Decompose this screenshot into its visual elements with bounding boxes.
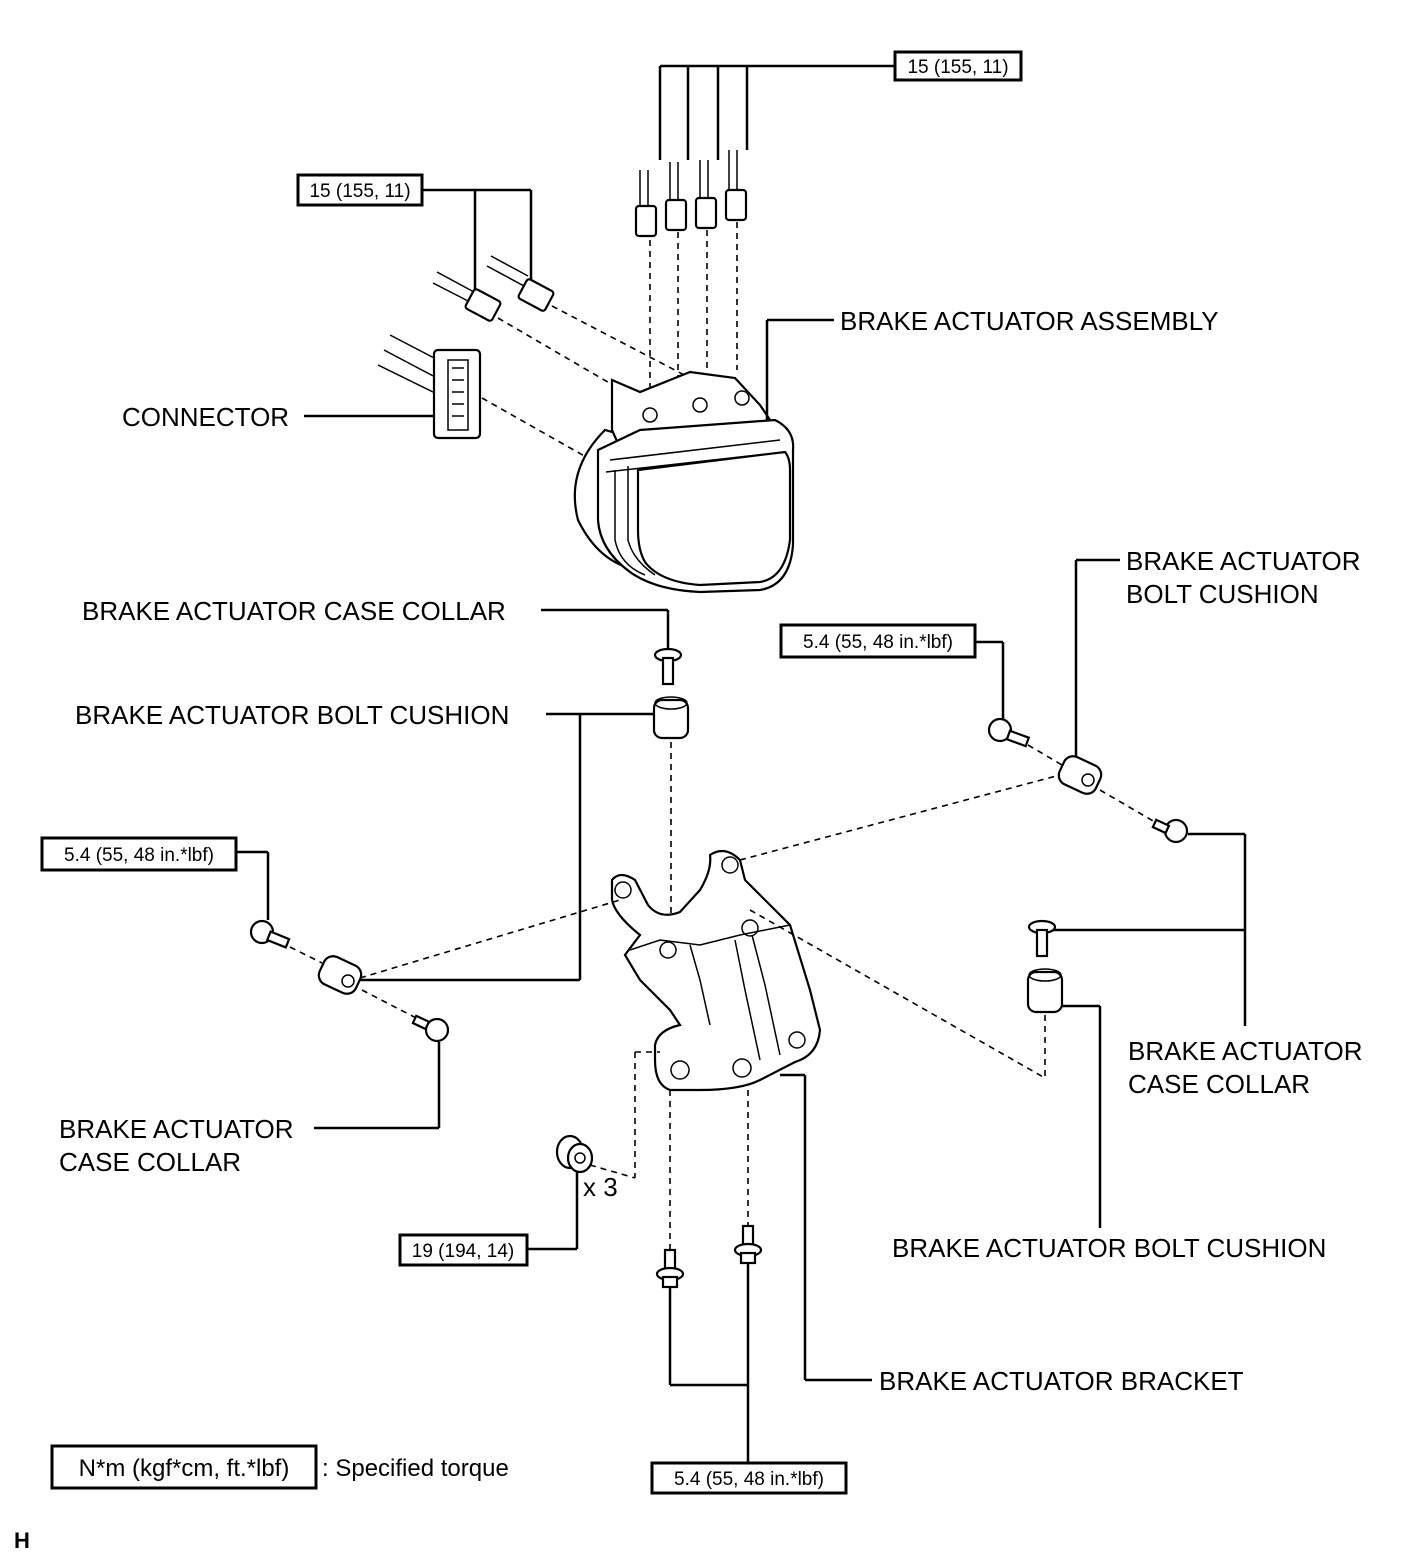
brake-lines-top [634, 64, 895, 395]
nut-part [555, 1134, 594, 1174]
legend-description: : Specified torque [322, 1455, 509, 1482]
label-case-collar-left-1: BRAKE ACTUATOR [59, 1114, 294, 1144]
label-bolt-cushion-right-2: BOLT CUSHION [1126, 579, 1319, 609]
torque-box-top-left [296, 173, 424, 207]
torque-box-top-right [893, 50, 1023, 82]
torque-box-nut [398, 1233, 529, 1267]
torque-box-bottom [650, 1461, 848, 1495]
case-collar-top-part [653, 647, 683, 686]
bottom-bolt-right-part [733, 1224, 763, 1265]
label-bolt-cushion-top: BRAKE ACTUATOR BOLT CUSHION [75, 700, 509, 730]
case-collar-right-bolt-part [1151, 818, 1189, 844]
torque-box-left-bolt [40, 836, 238, 872]
bottom-bolt-left-part [655, 1248, 685, 1289]
case-collar-right-part [1027, 919, 1057, 958]
torque-right-bolt: 5.4 (55, 48 in.*lbf) [803, 632, 953, 653]
torque-left-bolt: 5.4 (55, 48 in.*lbf) [64, 845, 214, 866]
label-case-collar-right-1: BRAKE ACTUATOR [1128, 1036, 1363, 1066]
legend-unit: N*m (kgf*cm, ft.*lbf) [79, 1455, 290, 1482]
bolt-cushion-left-part [317, 955, 421, 1021]
right-bolt-part [987, 717, 1063, 766]
label-case-collar-top: BRAKE ACTUATOR CASE COLLAR [82, 596, 506, 626]
torque-box-right-bolt [779, 623, 977, 659]
bolt-cushion-top-part [652, 696, 690, 950]
brake-actuator-body [573, 370, 795, 594]
connector-part [377, 334, 596, 463]
bolt-cushion-right-lower-part [1026, 968, 1064, 1078]
label-bolt-cushion-right-1: BRAKE ACTUATOR [1126, 546, 1361, 576]
left-bolt-part [249, 919, 323, 964]
torque-top-left: 15 (155, 11) [309, 181, 410, 202]
figure-code: H [14, 1528, 30, 1553]
label-quantity: x 3 [583, 1172, 618, 1202]
label-brake-actuator-assembly: BRAKE ACTUATOR ASSEMBLY [840, 306, 1219, 336]
bracket-part [359, 774, 1061, 1258]
bolt-cushion-right-part [1057, 755, 1161, 826]
torque-nut: 19 (194, 14) [412, 1241, 514, 1262]
brake-lines-left [421, 188, 691, 396]
label-bracket: BRAKE ACTUATOR BRACKET [879, 1366, 1244, 1396]
label-bolt-cushion-bottom: BRAKE ACTUATOR BOLT CUSHION [892, 1233, 1326, 1263]
torque-top-right: 15 (155, 11) [907, 57, 1008, 78]
case-collar-left-bolt-part [411, 1014, 450, 1043]
label-case-collar-left-2: CASE COLLAR [59, 1147, 241, 1177]
legend-box [50, 1444, 318, 1490]
torque-bottom: 5.4 (55, 48 in.*lbf) [674, 1469, 824, 1490]
label-connector: CONNECTOR [122, 402, 289, 432]
label-case-collar-right-2: CASE COLLAR [1128, 1069, 1310, 1099]
